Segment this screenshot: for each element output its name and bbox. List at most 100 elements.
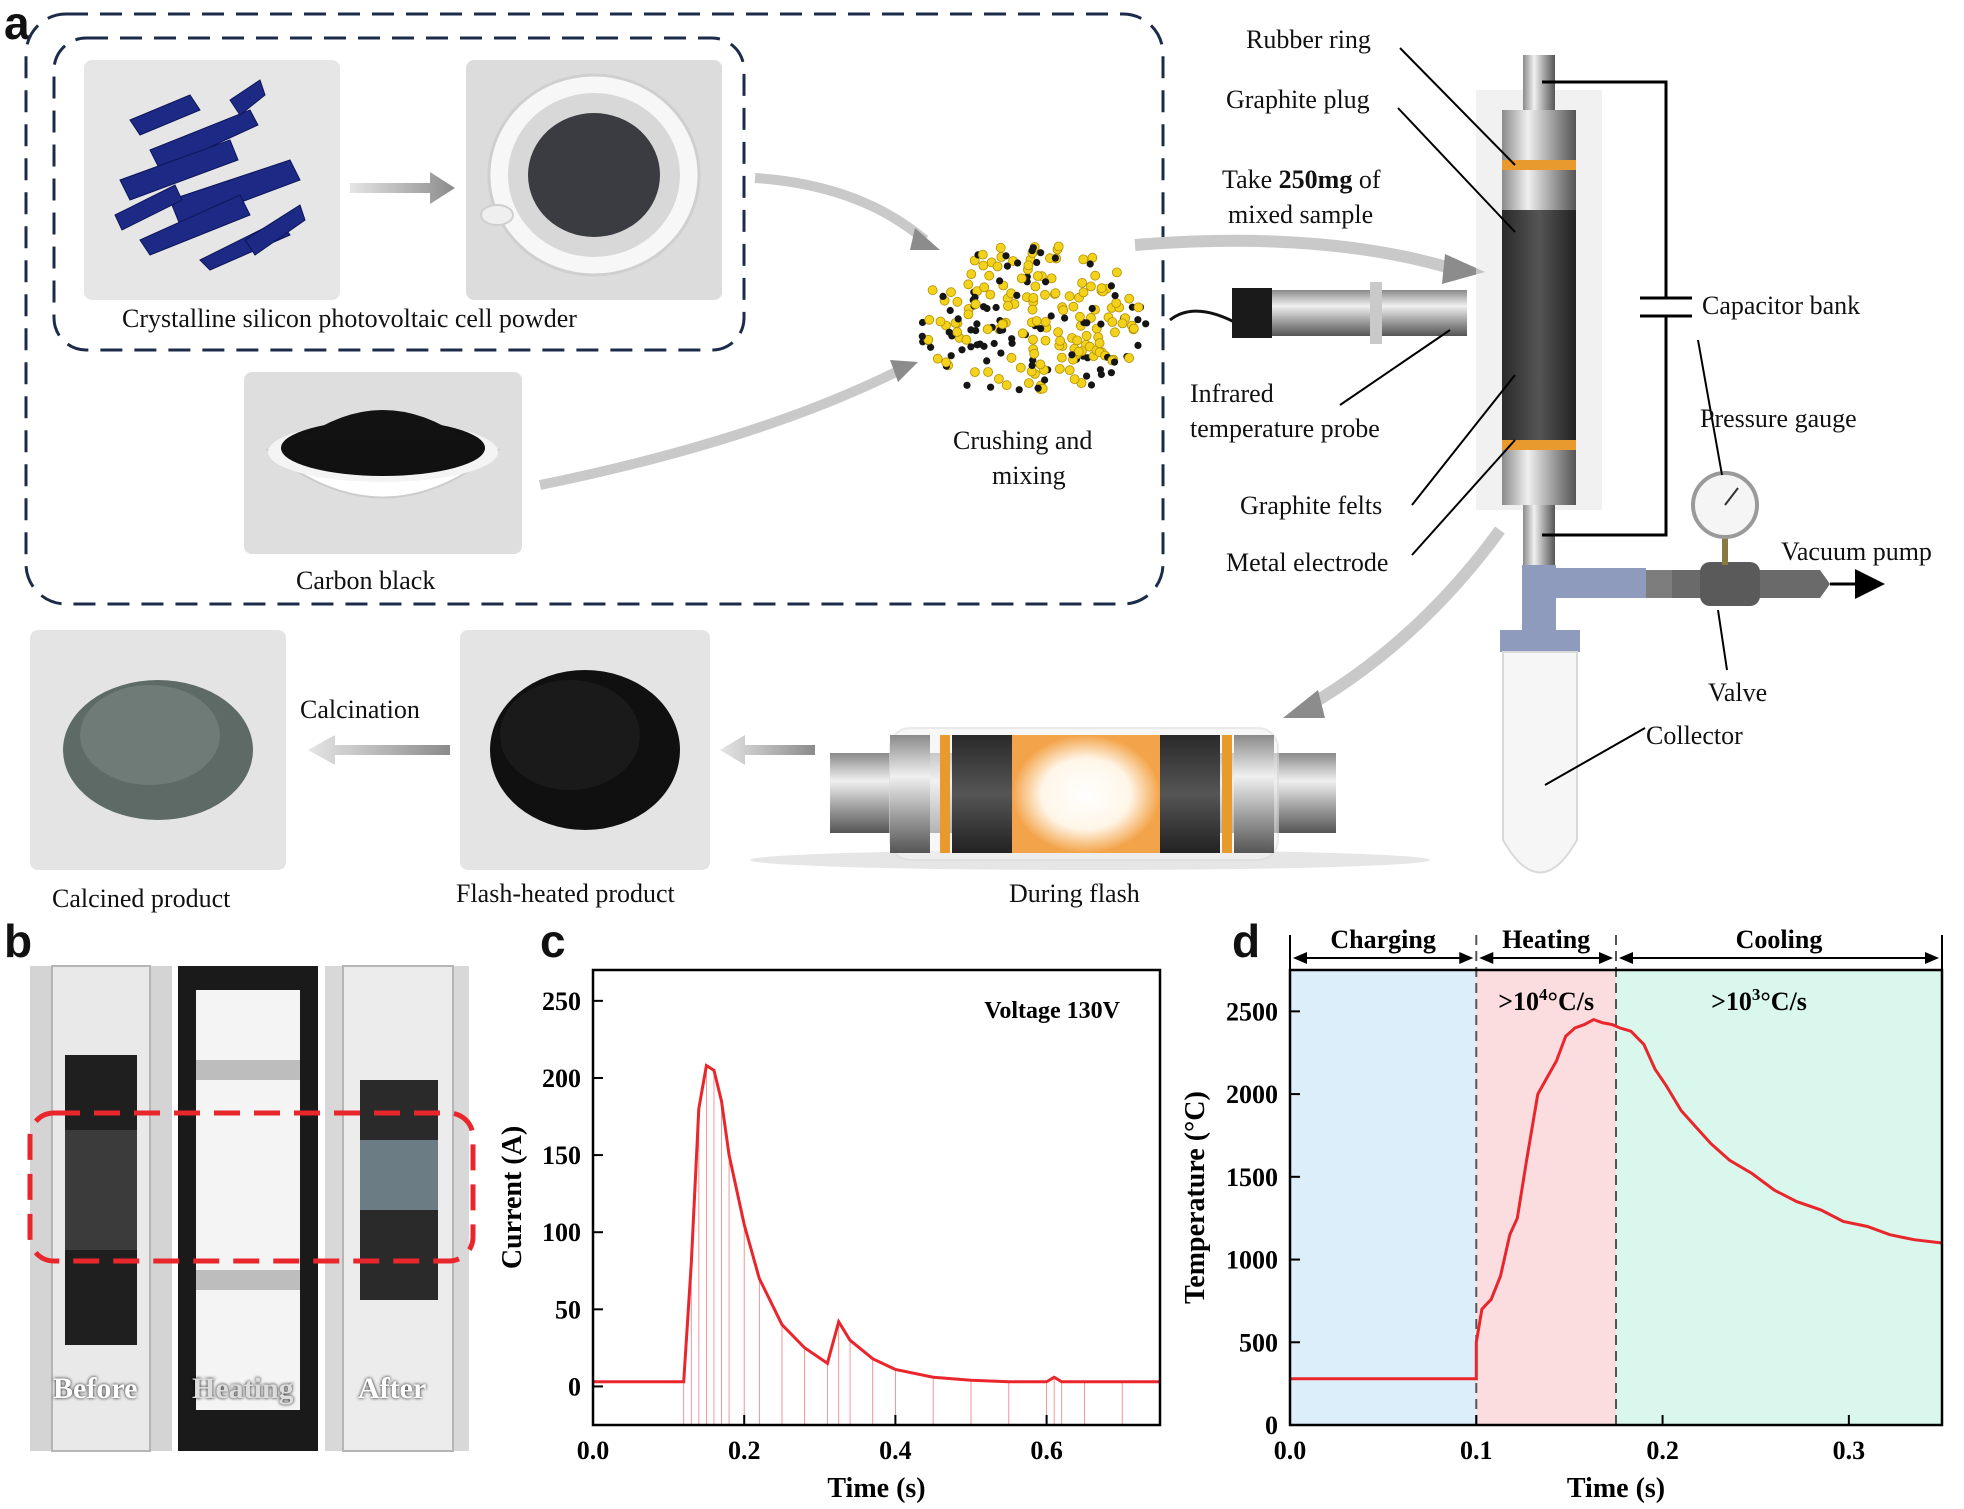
c-x-tick-label: 0.2	[728, 1436, 761, 1465]
particle	[1083, 372, 1091, 380]
particle	[1087, 381, 1096, 389]
particle	[1003, 262, 1012, 270]
particle	[961, 334, 972, 345]
arrow-flash-to-calcined	[308, 735, 450, 765]
d-x-tick-label: 0.3	[1833, 1436, 1866, 1465]
flash-heated-product-label: Flash-heated product	[456, 879, 675, 908]
particle	[1042, 278, 1050, 286]
particle	[996, 277, 1004, 285]
particle	[958, 346, 966, 354]
particle	[1053, 241, 1064, 252]
particle	[970, 299, 981, 310]
particle	[1083, 319, 1091, 327]
d-y-tick-label: 500	[1239, 1328, 1278, 1357]
d-temperature-series-line	[1290, 1017, 1943, 1381]
d-region-arrowhead	[1925, 952, 1939, 964]
d-y-tick-label: 0	[1265, 1411, 1278, 1440]
valve	[1646, 562, 1885, 606]
particle	[1075, 311, 1085, 322]
cell-powder-label: Crystalline silicon photovoltaic cell po…	[122, 304, 577, 333]
d-region-arrowhead	[1459, 952, 1474, 964]
particle	[970, 367, 980, 378]
c-y-tick-label: 250	[542, 987, 581, 1016]
particle	[1107, 317, 1118, 327]
arrow-to-mixture-top	[910, 228, 940, 250]
during-flash-label: During flash	[1009, 879, 1140, 908]
particle	[924, 314, 935, 325]
arrow-to-during-flash	[1283, 690, 1325, 718]
particle	[963, 381, 971, 389]
particle	[1096, 283, 1107, 294]
probe-label-2: temperature probe	[1190, 414, 1380, 443]
graphite-felts-label: Graphite felts	[1240, 491, 1383, 520]
particle	[1061, 314, 1069, 322]
particle	[1124, 353, 1134, 363]
capacitor-circuit	[1542, 80, 1692, 537]
c-y-axis-label: Current (A)	[497, 1126, 528, 1269]
d-y-tick-label: 1000	[1226, 1246, 1278, 1275]
particle	[1027, 304, 1038, 315]
particle	[987, 383, 995, 391]
take-amount: 250mg	[1278, 165, 1353, 194]
particle	[1078, 287, 1089, 298]
particle	[918, 318, 927, 327]
particle	[1054, 363, 1065, 374]
panel-letter-c: c	[540, 915, 566, 967]
particle	[1088, 304, 1096, 313]
particle	[1047, 312, 1055, 320]
particle	[1024, 378, 1034, 389]
particle	[992, 261, 1003, 272]
particle	[941, 357, 952, 368]
particle	[952, 296, 963, 307]
particle	[1046, 273, 1057, 284]
particle	[1014, 259, 1022, 267]
d-region-name-charging: Charging	[1330, 925, 1435, 954]
collector-label: Collector	[1646, 721, 1743, 750]
particle	[1017, 328, 1028, 339]
particle	[927, 285, 938, 296]
metal-electrode-label: Metal electrode	[1226, 548, 1389, 577]
vacuum-pump-label: Vacuum pump	[1781, 537, 1932, 566]
particle	[1028, 334, 1038, 345]
particle	[1002, 252, 1010, 260]
particle	[1016, 273, 1027, 284]
particle	[1031, 316, 1042, 326]
particle	[1057, 352, 1067, 363]
outer-dashed-frame	[24, 12, 1165, 606]
particle	[1001, 380, 1012, 391]
rubber-ring-label: Rubber ring	[1246, 25, 1371, 54]
particle	[1134, 341, 1142, 349]
particle	[954, 315, 962, 323]
d-region-arrowhead	[1619, 952, 1633, 964]
particle	[1013, 291, 1021, 299]
particle	[1055, 335, 1065, 346]
graphite-plug-label: Graphite plug	[1226, 85, 1370, 114]
particle	[1035, 359, 1046, 370]
valve-label: Valve	[1708, 678, 1768, 707]
d-region-arrowhead	[1599, 952, 1613, 964]
particle	[1068, 351, 1076, 359]
carbon-black-photo	[244, 372, 522, 554]
d-x-tick-label: 0.1	[1460, 1436, 1493, 1465]
particle	[1134, 316, 1142, 324]
calcined-product-label: Calcined product	[52, 884, 231, 913]
particle	[1142, 320, 1150, 328]
particle	[1117, 318, 1128, 329]
particle	[1110, 327, 1120, 338]
particle	[1086, 281, 1096, 292]
panel-letter-a: a	[4, 0, 30, 49]
infrared-probe	[1169, 282, 1467, 344]
panel-letter-d: d	[1232, 915, 1261, 967]
particle	[1110, 358, 1119, 366]
particle	[1129, 323, 1139, 334]
c-x-axis-label: Time (s)	[827, 1473, 925, 1504]
particle	[997, 319, 1008, 330]
c-voltage-annotation: Voltage 130V	[984, 998, 1120, 1024]
arrow-to-mixture-bottom	[890, 360, 918, 382]
calcination-label: Calcination	[300, 695, 420, 724]
particle	[1050, 288, 1061, 299]
d-x-tick-label: 0.0	[1274, 1436, 1307, 1465]
c-current-series-line	[593, 1063, 1160, 1384]
particle	[1037, 325, 1045, 333]
particle	[997, 349, 1005, 357]
